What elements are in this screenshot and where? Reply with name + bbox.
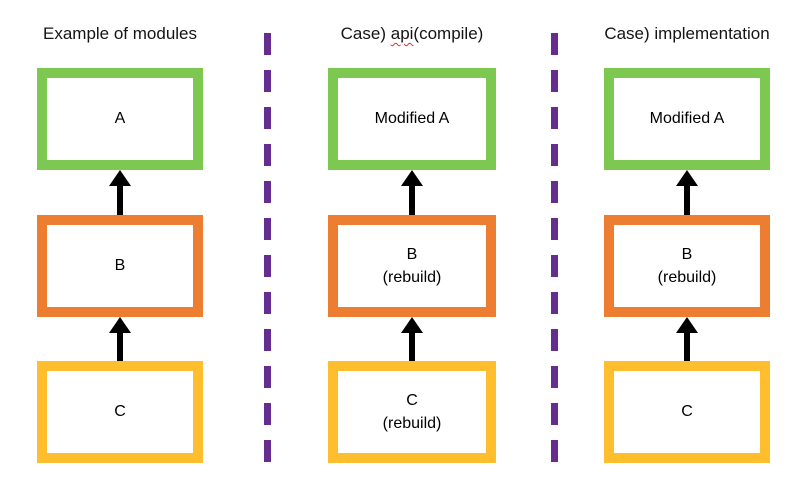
module-box-modified-a: Modified A bbox=[604, 68, 770, 170]
arrow-head bbox=[401, 317, 423, 333]
title-prefix: Case) bbox=[340, 24, 391, 43]
dependency-arrow-up-icon bbox=[401, 170, 423, 215]
column-title: Case) implementation bbox=[604, 24, 770, 43]
module-box-c: C bbox=[604, 361, 770, 463]
module-box-label: C bbox=[114, 403, 126, 421]
module-box-modified-a: Modified A bbox=[328, 68, 496, 170]
module-box-c: C bbox=[37, 361, 203, 463]
arrow-stem bbox=[409, 333, 415, 361]
module-box-label: B bbox=[114, 257, 126, 275]
arrow-head bbox=[401, 170, 423, 186]
module-box-label: B (rebuild) bbox=[657, 245, 717, 286]
arrow-stem bbox=[409, 186, 415, 215]
module-box-a: A bbox=[37, 68, 203, 170]
arrow-stem bbox=[684, 186, 690, 215]
dashed-divider bbox=[264, 33, 271, 462]
arrow-head bbox=[676, 170, 698, 186]
module-box-b-rebuild: B (rebuild) bbox=[604, 215, 770, 317]
title-misspelled-word: api bbox=[390, 24, 414, 43]
arrow-stem bbox=[117, 186, 123, 215]
module-box-b: B bbox=[37, 215, 203, 317]
module-box-label: A bbox=[114, 110, 126, 128]
arrow-head bbox=[109, 170, 131, 186]
arrow-head bbox=[676, 317, 698, 333]
module-box-label: Modified A bbox=[374, 110, 450, 128]
arrow-head bbox=[109, 317, 131, 333]
column-example-of-modules: Example of modules A B C bbox=[37, 0, 203, 485]
dependency-arrow-up-icon bbox=[109, 170, 131, 215]
module-box-b-rebuild: B (rebuild) bbox=[328, 215, 496, 317]
module-box-label: C (rebuild) bbox=[382, 391, 442, 432]
dashed-divider bbox=[551, 33, 558, 462]
arrow-stem bbox=[117, 333, 123, 361]
column-title: Example of modules bbox=[42, 24, 198, 43]
module-box-label: C bbox=[681, 403, 693, 421]
module-box-label: B (rebuild) bbox=[382, 245, 442, 286]
module-box-c-rebuild: C (rebuild) bbox=[328, 361, 496, 463]
module-box-label: Modified A bbox=[649, 110, 725, 128]
dependency-arrow-up-icon bbox=[676, 170, 698, 215]
column-case-implementation: Case) implementation Modified A B (rebui… bbox=[604, 0, 770, 485]
dependency-arrow-up-icon bbox=[676, 317, 698, 361]
column-case-api-compile: Case) api(compile) Modified A B (rebuild… bbox=[328, 0, 496, 485]
dependency-arrow-up-icon bbox=[401, 317, 423, 361]
dependency-arrow-up-icon bbox=[109, 317, 131, 361]
arrow-stem bbox=[684, 333, 690, 361]
column-title: Case) api(compile) bbox=[328, 24, 496, 44]
title-suffix: (compile) bbox=[413, 24, 484, 43]
